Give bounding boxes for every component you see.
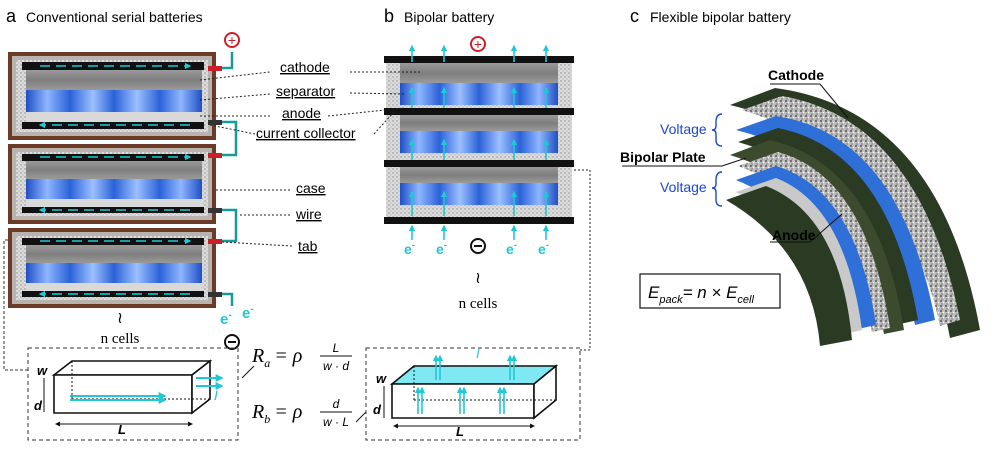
- electron-label-b1: e-: [404, 240, 415, 257]
- panel-b: b Bipolar battery +: [327, 6, 591, 441]
- panel-c-letter: c: [630, 6, 639, 26]
- label-wire: wire: [295, 206, 322, 222]
- label-current-collector: current collector: [256, 125, 356, 141]
- leader-lines-b: [327, 71, 591, 351]
- wires: [222, 52, 238, 306]
- formula-rb: Rb= ρ: [251, 401, 302, 426]
- label-cathode-c: Cathode: [768, 67, 824, 83]
- label-case: case: [296, 180, 326, 196]
- resistance-box-b: I w d L: [365, 346, 581, 441]
- label-cathode-a: cathode: [280, 59, 330, 75]
- label-voltage-1: Voltage: [660, 121, 707, 137]
- approx-a: ≀: [117, 310, 123, 327]
- dim-d-b: d: [373, 402, 382, 417]
- current-label-b: I: [476, 346, 480, 361]
- svg-text:+: +: [228, 32, 236, 48]
- negative-terminal-b: [470, 238, 486, 254]
- panel-a: a Conventional serial batteries: [3, 6, 356, 441]
- approx-b: ≀: [475, 270, 481, 287]
- resistance-box-a: I w d L: [27, 347, 239, 441]
- conventional-cell-2: [8, 144, 216, 224]
- epack-formula: Epack= n × Ecell: [639, 273, 781, 309]
- panel-b-letter: b: [384, 6, 394, 26]
- current-arrows-a: [38, 62, 192, 298]
- leader-lines-c: [622, 83, 849, 243]
- tabs: [208, 66, 222, 297]
- panel-a-letter: a: [6, 6, 17, 26]
- dim-L-a: L: [118, 422, 126, 437]
- label-bipolar-plate: Bipolar Plate: [620, 149, 706, 165]
- electron-label-b2: e-: [436, 240, 447, 257]
- label-tab: tab: [298, 238, 318, 254]
- electron-label-a1: e-: [220, 310, 232, 328]
- positive-terminal-b: +: [470, 36, 486, 52]
- flexible-battery-illustration: [726, 88, 980, 346]
- current-label-a: I: [214, 387, 218, 403]
- n-cells-b: n cells: [459, 296, 498, 312]
- panel-b-title: Bipolar battery: [404, 9, 494, 25]
- panel-a-title: Conventional serial batteries: [26, 9, 203, 25]
- svg-text:Epack= n × Ecell: Epack= n × Ecell: [648, 283, 754, 306]
- label-separator: separator: [276, 83, 335, 99]
- voltage-brace-2: [711, 171, 723, 207]
- label-anode-a: anode: [282, 105, 321, 121]
- dim-d-a: d: [34, 398, 43, 413]
- formula-ra-num: L: [333, 341, 340, 355]
- panel-c: c Flexible bipolar battery Cathode Volta…: [620, 6, 980, 346]
- label-voltage-2: Voltage: [660, 179, 707, 195]
- negative-terminal-a: [224, 334, 240, 350]
- current-arrows-b: [408, 44, 550, 240]
- label-anode-c: Anode: [772, 227, 816, 243]
- dim-w-a: w: [37, 363, 48, 378]
- formula-rb-num: d: [333, 397, 340, 411]
- n-cells-a: n cells: [101, 331, 140, 347]
- callout-bracket-a: [3, 239, 30, 371]
- electron-label-b4: e-: [538, 240, 549, 257]
- leader-lines-a: [199, 71, 293, 247]
- formula-rb-den: w · L: [323, 415, 349, 429]
- positive-terminal-a: +: [224, 32, 240, 48]
- electron-label-b3: e-: [506, 240, 517, 257]
- formula-ra-den: w · d: [323, 359, 349, 373]
- resistance-formulas: Ra= ρ L w · d Rb= ρ d w · L: [241, 341, 367, 429]
- dim-w-b: w: [376, 371, 387, 386]
- dim-L-b: L: [456, 424, 464, 439]
- conventional-cell-3: [8, 228, 216, 308]
- panel-c-title: Flexible bipolar battery: [650, 9, 791, 25]
- electron-label-a2: e-: [242, 304, 254, 322]
- voltage-brace-1: [711, 113, 723, 147]
- formula-ra: Ra= ρ: [251, 345, 302, 370]
- svg-text:+: +: [474, 36, 482, 52]
- bipolar-stack: [384, 56, 574, 224]
